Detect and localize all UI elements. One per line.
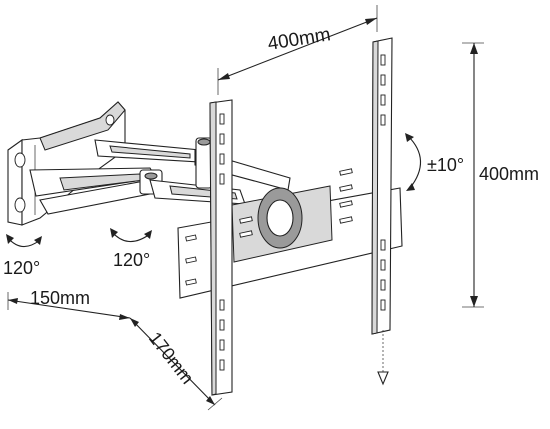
arm-swivel-label: 120° [113,250,150,270]
height-dimension: 400mm [462,42,539,308]
arm-extension-dimension: 170mm [129,317,223,411]
rotation-arrow-icon [7,237,41,248]
right-vertical-rail [371,37,393,335]
rotation-arrow-icon [111,231,151,243]
width-dimension: 400mm [217,5,378,95]
width-label: 400mm [266,24,332,55]
pull-cord-ring-icon [377,371,389,386]
tilt-indicator: ±10° [405,133,464,191]
wall-swivel-label: 120° [3,258,40,278]
tilt-label: ±10° [427,155,464,175]
pull-cord [377,330,389,386]
horizontal-bracket [177,168,403,299]
arm-extension-label: 170mm [145,328,198,388]
arm-swivel-indicator: 120° [110,228,152,270]
arm-depth-dimension: 150mm [7,288,131,320]
height-label: 400mm [479,164,539,184]
tilt-arrow-icon [407,135,422,189]
arm-depth-label: 150mm [30,288,90,308]
wall-swivel-indicator: 120° [3,234,42,278]
left-vertical-rail [209,99,233,396]
